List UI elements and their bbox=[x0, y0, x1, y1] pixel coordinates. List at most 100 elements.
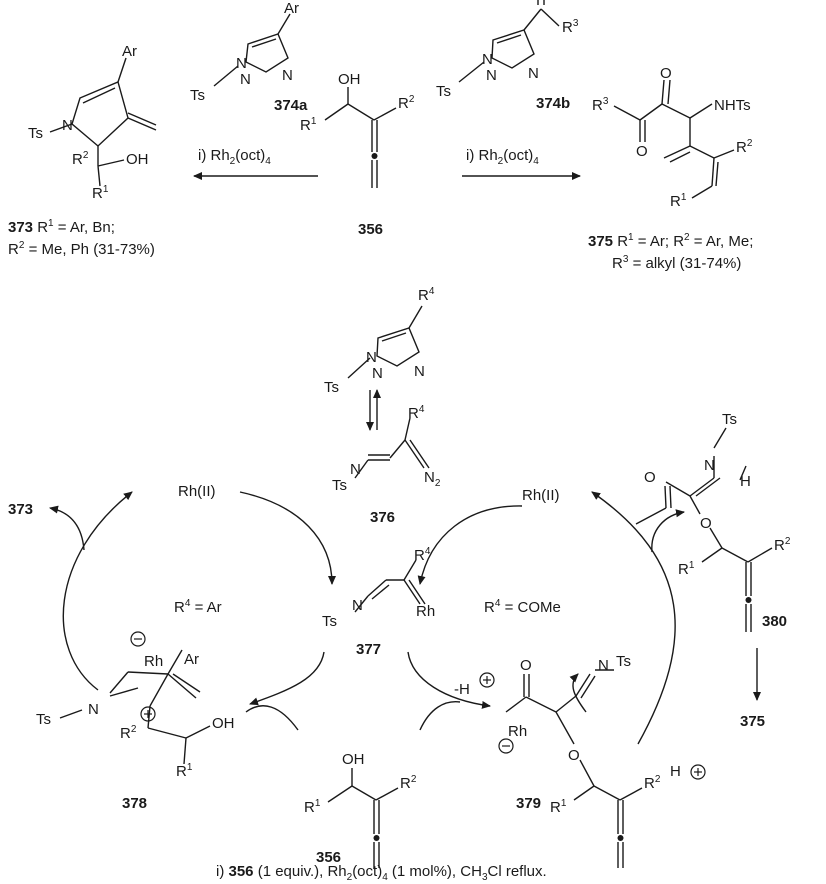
atom-ts-373: Ts bbox=[28, 125, 43, 142]
product-375-desc-2: R3 = alkyl (31-74%) bbox=[612, 254, 741, 272]
allenol-356-top-structure bbox=[324, 87, 397, 188]
compound-378-label: 378 bbox=[122, 795, 147, 812]
atom-n-379: N bbox=[598, 657, 609, 674]
atom-oh-356: OH bbox=[338, 71, 361, 88]
atom-n-373: N bbox=[62, 117, 73, 134]
atom-ar-378: Ar bbox=[184, 651, 199, 668]
arc-379-to-380 bbox=[591, 491, 676, 745]
atom-n2-triazole: N bbox=[372, 365, 383, 382]
compound-373-cycle-label: 373 bbox=[8, 501, 33, 518]
arc-to-380 bbox=[651, 509, 685, 553]
atom-r4-376: R4 bbox=[408, 404, 425, 422]
atom-o2-379: O bbox=[568, 747, 580, 764]
allene-dots bbox=[371, 153, 752, 841]
atom-ts-379: Ts bbox=[616, 653, 631, 670]
diazo-376-structure bbox=[354, 417, 430, 479]
reagent-left: i) Rh2(oct)4 bbox=[198, 147, 271, 167]
atom-r4-377: R4 bbox=[414, 546, 431, 564]
atom-r1-375: R1 bbox=[670, 192, 687, 210]
atom-n-378: N bbox=[88, 701, 99, 718]
atom-nhts-375: NHTs bbox=[714, 97, 751, 114]
atom-n3-374a: N bbox=[282, 67, 293, 84]
product-373-desc-1: 373 R1 = Ar, Bn; bbox=[8, 218, 115, 236]
atom-o2-375: O bbox=[636, 143, 648, 160]
atom-n2-374a: N bbox=[240, 71, 251, 88]
atom-rh-377: Rh bbox=[416, 603, 435, 620]
atom-oh-373: OH bbox=[126, 151, 149, 168]
atom-r1-356b: R1 bbox=[304, 798, 321, 816]
compound-356-label-top: 356 bbox=[358, 221, 383, 238]
carbenoid-377-structure bbox=[354, 559, 426, 613]
atom-ts-triazole: Ts bbox=[324, 379, 339, 396]
atom-o-379: O bbox=[520, 657, 532, 674]
atom-h-380: H bbox=[740, 473, 751, 490]
arc-rh-to-377-right bbox=[417, 505, 523, 585]
atom-r1-379: R1 bbox=[550, 798, 567, 816]
arc-377-to-379 bbox=[407, 651, 491, 709]
compound-377-label: 377 bbox=[356, 641, 381, 658]
atom-r1-378: R1 bbox=[176, 762, 193, 780]
atom-r1-380: R1 bbox=[678, 560, 695, 578]
catalyst-rh-left: Rh(II) bbox=[178, 483, 216, 500]
condition-r4-come: R4 = COMe bbox=[484, 598, 561, 616]
atom-n2-374b: N bbox=[486, 67, 497, 84]
arc-377-to-378 bbox=[249, 651, 325, 706]
triazole-374b-structure bbox=[458, 0, 560, 83]
compound-376-label: 376 bbox=[370, 509, 395, 526]
triazole-374a-structure bbox=[213, 13, 291, 87]
atom-n-377: N bbox=[352, 597, 363, 614]
atom-ts-374a: Ts bbox=[190, 87, 205, 104]
atom-r2-380: R2 bbox=[774, 536, 791, 554]
compound-356-label-bottom: 356 bbox=[316, 849, 341, 866]
atom-rh-378: Rh bbox=[144, 653, 163, 670]
ylide-378-structure bbox=[59, 649, 211, 765]
atom-rh-379: Rh bbox=[508, 723, 527, 740]
atom-ts-380: Ts bbox=[722, 411, 737, 428]
pyrroline-373-structure bbox=[49, 57, 157, 187]
atom-n-380: N bbox=[704, 457, 715, 474]
atom-o1-380: O bbox=[644, 469, 656, 486]
atom-r2-379: R2 bbox=[644, 774, 661, 792]
atom-r3-374b: R3 bbox=[562, 18, 579, 36]
atom-r2-356b: R2 bbox=[400, 774, 417, 792]
arc-356-join-left bbox=[245, 705, 299, 731]
atom-ts-377: Ts bbox=[322, 613, 337, 630]
condition-r4-ar: R4 = Ar bbox=[174, 598, 222, 616]
atom-ar-374a: Ar bbox=[284, 0, 299, 17]
enamine-380-structure bbox=[635, 427, 773, 632]
footnote: i) 356 (1 equiv.), Rh2(oct)4 (1 mol%), C… bbox=[216, 863, 547, 883]
proton-gain-label: H bbox=[670, 763, 681, 780]
atom-ts-376: Ts bbox=[332, 477, 347, 494]
triazole-r4-structure bbox=[347, 305, 423, 379]
compound-374b-label: 374b bbox=[536, 95, 570, 112]
atom-n1-triazole: N bbox=[366, 349, 377, 366]
atom-oh-378: OH bbox=[212, 715, 235, 732]
proton-loss-label: -H bbox=[454, 681, 470, 698]
product-375-structure bbox=[613, 79, 735, 199]
atom-n1-374a: N bbox=[236, 55, 247, 72]
atom-ar-373: Ar bbox=[122, 43, 137, 60]
arc-to-373 bbox=[49, 505, 85, 551]
atom-r2-375: R2 bbox=[736, 138, 753, 156]
product-373-desc-2: R2 = Me, Ph (31-73%) bbox=[8, 240, 155, 258]
product-375-desc-1: 375 R1 = Ar; R2 = Ar, Me; bbox=[588, 232, 753, 250]
compound-374a-label: 374a bbox=[274, 97, 308, 114]
allenol-356-bottom-structure bbox=[327, 768, 399, 868]
compound-375-cycle-label: 375 bbox=[740, 713, 765, 730]
charge-symbols bbox=[130, 631, 706, 780]
atom-r4-triazole: R4 bbox=[418, 286, 435, 304]
atom-n3-374b: N bbox=[528, 65, 539, 82]
atom-ts-374b: Ts bbox=[436, 83, 451, 100]
atom-r2-356: R2 bbox=[398, 94, 415, 112]
atom-ts-378: Ts bbox=[36, 711, 51, 728]
atom-r1-356: R1 bbox=[300, 116, 317, 134]
atom-n1-374b: N bbox=[482, 51, 493, 68]
arc-356-join-right bbox=[419, 701, 461, 731]
atom-r2-378: R2 bbox=[120, 724, 137, 742]
atom-o1-375: O bbox=[660, 65, 672, 82]
compound-380-label: 380 bbox=[762, 613, 787, 630]
atom-oh-356b: OH bbox=[342, 751, 365, 768]
atom-n2-376: N2 bbox=[424, 469, 441, 489]
arc-378-to-rh bbox=[62, 491, 133, 691]
